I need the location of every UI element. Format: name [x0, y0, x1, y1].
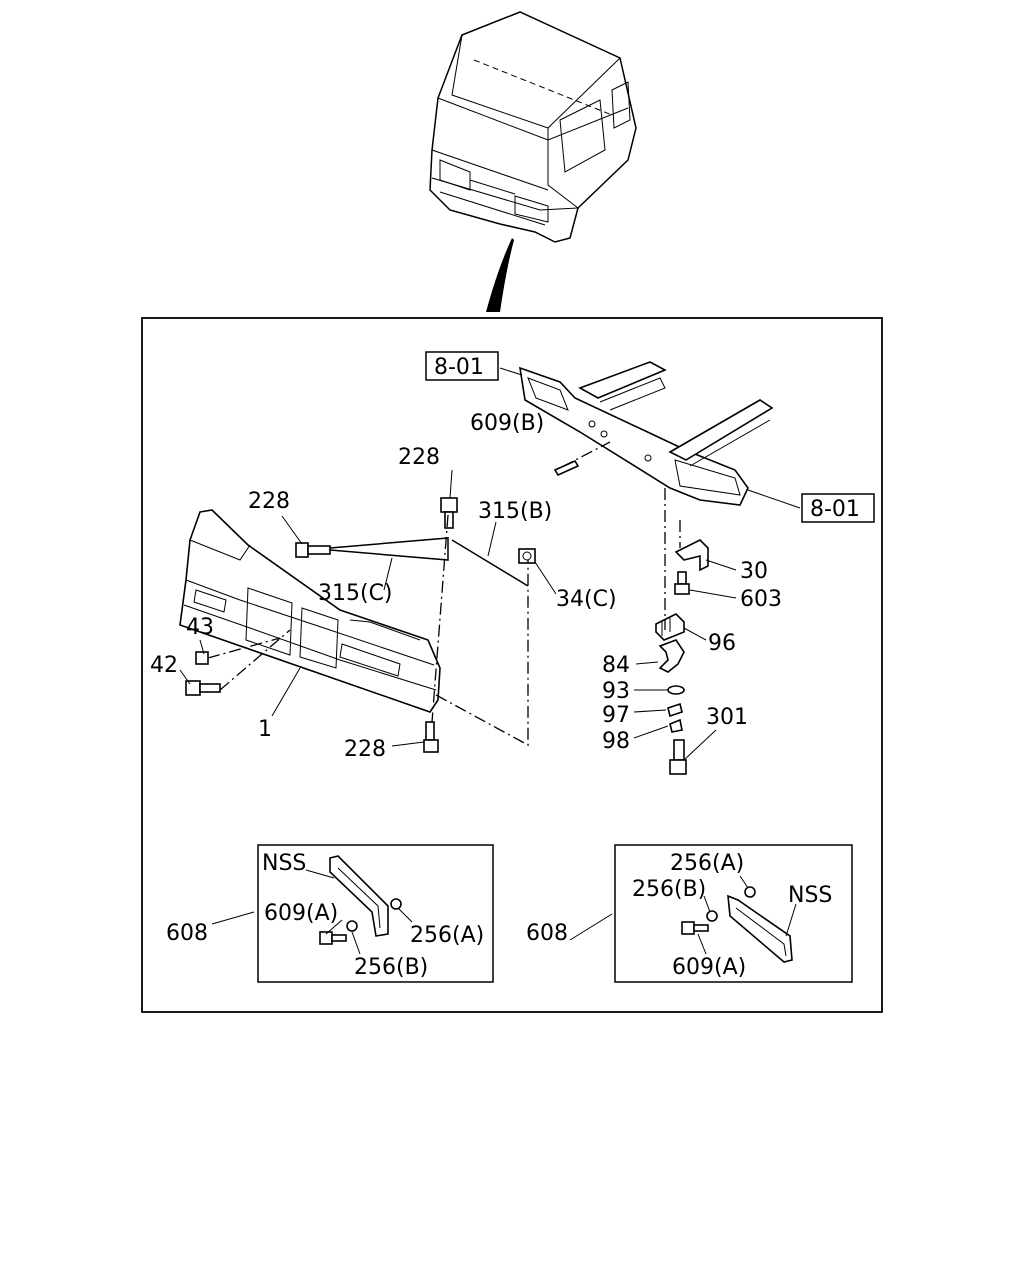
- leader-lines-left-inset: [211, 869, 413, 955]
- label-256b-left: 256(B): [354, 955, 428, 980]
- pin-97: [667, 702, 683, 718]
- bracket-96: [655, 613, 685, 641]
- callout-228-top: 228: [398, 445, 440, 470]
- callout-301: 301: [706, 705, 748, 730]
- ref-label-top[interactable]: 8-01: [434, 355, 484, 380]
- callout-84: 84: [602, 653, 630, 678]
- label-nss-right: NSS: [788, 883, 832, 908]
- label-256b-right: 256(B): [632, 877, 706, 902]
- bolt-228-top: [440, 497, 458, 529]
- callout-609b: 609(B): [470, 411, 544, 436]
- label-609a-right: 609(A): [672, 955, 746, 980]
- callout-34c: 34(C): [556, 587, 617, 612]
- clip-98: [669, 718, 683, 733]
- bolt-42: [185, 680, 221, 696]
- washer-93: [667, 685, 685, 695]
- stay-315c: [329, 537, 449, 561]
- leader-lines: [179, 367, 801, 761]
- label-608-right: 608: [526, 921, 568, 946]
- label-256a-right: 256(A): [670, 851, 744, 876]
- towing-hook-84: [658, 639, 685, 673]
- bolt-603: [674, 571, 690, 595]
- washer-256b-left: [346, 920, 358, 932]
- label-256a-left: 256(A): [410, 923, 484, 948]
- nut-34c: [518, 548, 536, 564]
- pointer-arrow: [486, 238, 514, 312]
- washer-256a-right: [744, 886, 756, 898]
- callout-97: 97: [602, 703, 630, 728]
- mud-flap-bracket-left: [329, 855, 389, 937]
- inset-left-frame: [257, 844, 494, 983]
- inset-right-frame: [614, 844, 853, 983]
- bolt-609b: [553, 459, 580, 477]
- callout-228-left: 228: [248, 489, 290, 514]
- stay-315b: [451, 539, 529, 587]
- bolt-301: [669, 739, 687, 775]
- label-nss-left: NSS: [262, 851, 306, 876]
- nut-43: [195, 651, 209, 665]
- mud-flap-bracket-right: [727, 894, 793, 963]
- label-609a-left: 609(A): [264, 901, 338, 926]
- ref-box-right: [801, 493, 875, 523]
- callout-1: 1: [258, 717, 272, 742]
- bolt-228-bottom: [423, 721, 439, 753]
- callout-93: 93: [602, 679, 630, 704]
- leader-lines-right-inset: [569, 875, 797, 955]
- bracket-30: [674, 539, 709, 572]
- callout-96: 96: [708, 631, 736, 656]
- washer-256a-left: [390, 898, 402, 910]
- label-608-left: 608: [166, 921, 208, 946]
- bolt-228-left: [295, 542, 331, 558]
- truck-cab-illustration: [429, 11, 637, 243]
- callout-42: 42: [150, 653, 178, 678]
- callout-315b: 315(B): [478, 499, 552, 524]
- main-diagram-frame: [141, 317, 883, 1013]
- ref-label-right[interactable]: 8-01: [810, 497, 860, 522]
- bolt-609a-right: [681, 921, 709, 935]
- chassis-frame: [519, 361, 774, 506]
- ref-box-top: [425, 351, 499, 381]
- callout-30: 30: [740, 559, 768, 584]
- front-bumper: [179, 509, 441, 713]
- washer-256b-right: [706, 910, 718, 922]
- callout-603: 603: [740, 587, 782, 612]
- callout-98: 98: [602, 729, 630, 754]
- bolt-609a-left: [319, 931, 347, 945]
- callout-315c: 315(C): [318, 581, 393, 606]
- callout-43: 43: [186, 615, 214, 640]
- assembly-lines: [207, 441, 681, 747]
- callout-228-bottom: 228: [344, 737, 386, 762]
